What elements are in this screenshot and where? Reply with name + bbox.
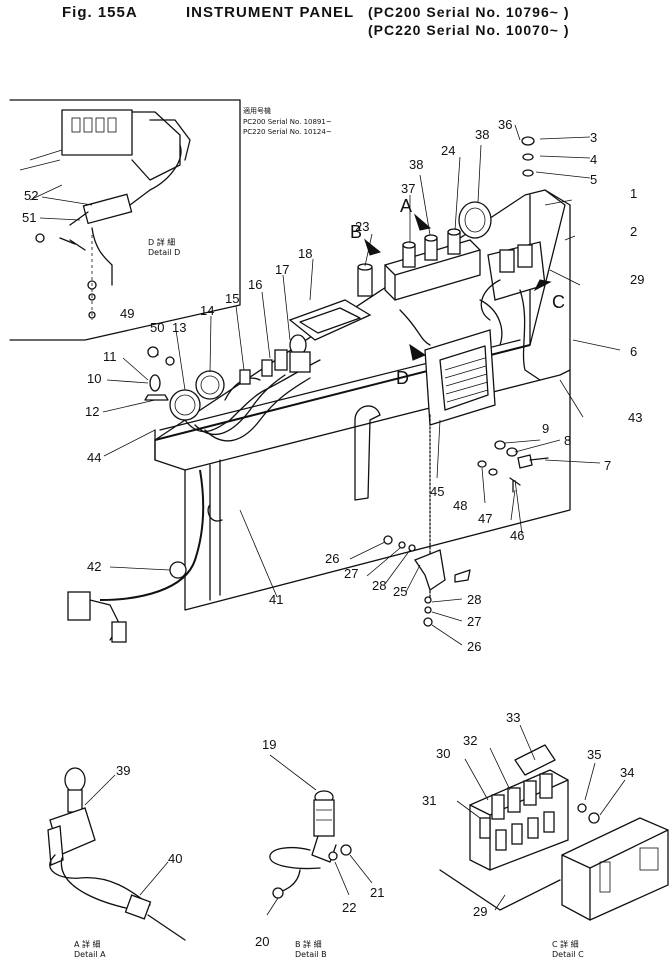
part-number-label: 27 [467,614,482,629]
detail-b-caption-en: Detail B [295,950,327,959]
instrument-panel-main [39,124,621,646]
part-number-label: 23 [355,219,370,234]
part-number-label: 11 [103,349,117,364]
figure-label: Fig. 155A [62,4,138,21]
view-letter-b: B [350,222,363,242]
detail-c-caption-en: Detail C [552,950,584,959]
part-number-label: 21 [370,885,385,900]
part-number-label: 30 [436,746,451,761]
part-number-label: 28 [467,592,482,607]
part-number-label: 47 [478,511,493,526]
part-number-label: 37 [401,181,416,196]
part-number-label: 14 [200,303,215,318]
part-number-label: 32 [463,733,478,748]
serial-line-2: (PC220 Serial No. 10070~ ) [368,22,570,38]
part-number-label: 13 [172,320,187,335]
part-number-label: 24 [441,143,456,158]
part-number-label: 38 [409,157,424,172]
part-number-label: 25 [393,584,408,599]
part-number-label: 51 [22,210,37,225]
detail-b-drawing [266,754,373,916]
view-letter-d: D [396,368,409,388]
part-number-label: 48 [453,498,468,513]
part-number-label: 15 [225,291,240,306]
part-number-label: 8 [564,433,572,448]
part-number-label: 12 [85,404,100,419]
part-number-label: 9 [542,421,550,436]
part-number-label: 6 [630,344,638,359]
part-number-label: 29 [630,272,645,287]
part-number-label: 18 [298,246,313,261]
part-number-label: 19 [262,737,277,752]
part-number-label: 2 [630,224,638,239]
part-number-label: 43 [628,410,643,425]
inset-note-line-2: PC220 Serial No. 10124~ [243,128,332,136]
part-number-label: 34 [620,765,635,780]
part-number-label: 52 [24,188,39,203]
part-number-label: 29 [473,904,488,919]
part-number-label: 36 [498,117,513,132]
part-number-label: 22 [342,900,357,915]
part-number-label: 45 [430,484,445,499]
detail-c-drawing [439,724,669,921]
part-number-label: 26 [325,551,340,566]
part-number-label: 46 [510,528,525,543]
part-number-label: 7 [604,458,612,473]
part-number-label: 17 [275,262,290,277]
detail-b-caption-jp: B 詳 細 [295,940,322,949]
inset-note-line-1: PC200 Serial No. 10891~ [243,118,332,126]
part-number-label: 28 [372,578,387,593]
view-letter-a: A [400,196,413,216]
view-letter-c: C [552,292,565,312]
part-number-label: 20 [255,934,270,949]
part-number-label: 44 [87,450,102,465]
inset-caption-en: Detail D [148,248,181,257]
part-number-label: 39 [116,763,131,778]
part-number-label: 10 [87,371,102,386]
inset-detail-d [9,99,241,341]
part-number-label: 42 [87,559,102,574]
part-number-label: 33 [506,710,521,725]
detail-c-caption-jp: C 詳 細 [552,940,579,949]
part-number-label: 49 [120,306,135,321]
part-number-label: 41 [269,592,284,607]
part-number-label: 35 [587,747,602,762]
part-number-label: 4 [590,152,598,167]
part-number-label: 50 [150,320,165,335]
part-number-label: 3 [590,130,598,145]
part-number-label: 27 [344,566,359,581]
part-number-label: 26 [467,639,482,654]
detail-a-caption-en: Detail A [74,950,106,959]
part-number-label: 38 [475,127,490,142]
detail-a-caption-jp: A 詳 細 [74,940,101,949]
inset-note-jp: 適用号機 [243,107,271,115]
part-number-label: 5 [590,172,598,187]
inset-caption-jp: D 詳 細 [148,238,176,247]
figure-title: INSTRUMENT PANEL [186,4,355,21]
part-number-label: 16 [248,277,263,292]
part-number-label: 31 [422,793,437,808]
part-number-label: 40 [168,851,183,866]
part-number-label: 1 [630,186,638,201]
detail-a-drawing [47,767,186,941]
serial-line-1: (PC200 Serial No. 10796~ ) [368,4,570,20]
